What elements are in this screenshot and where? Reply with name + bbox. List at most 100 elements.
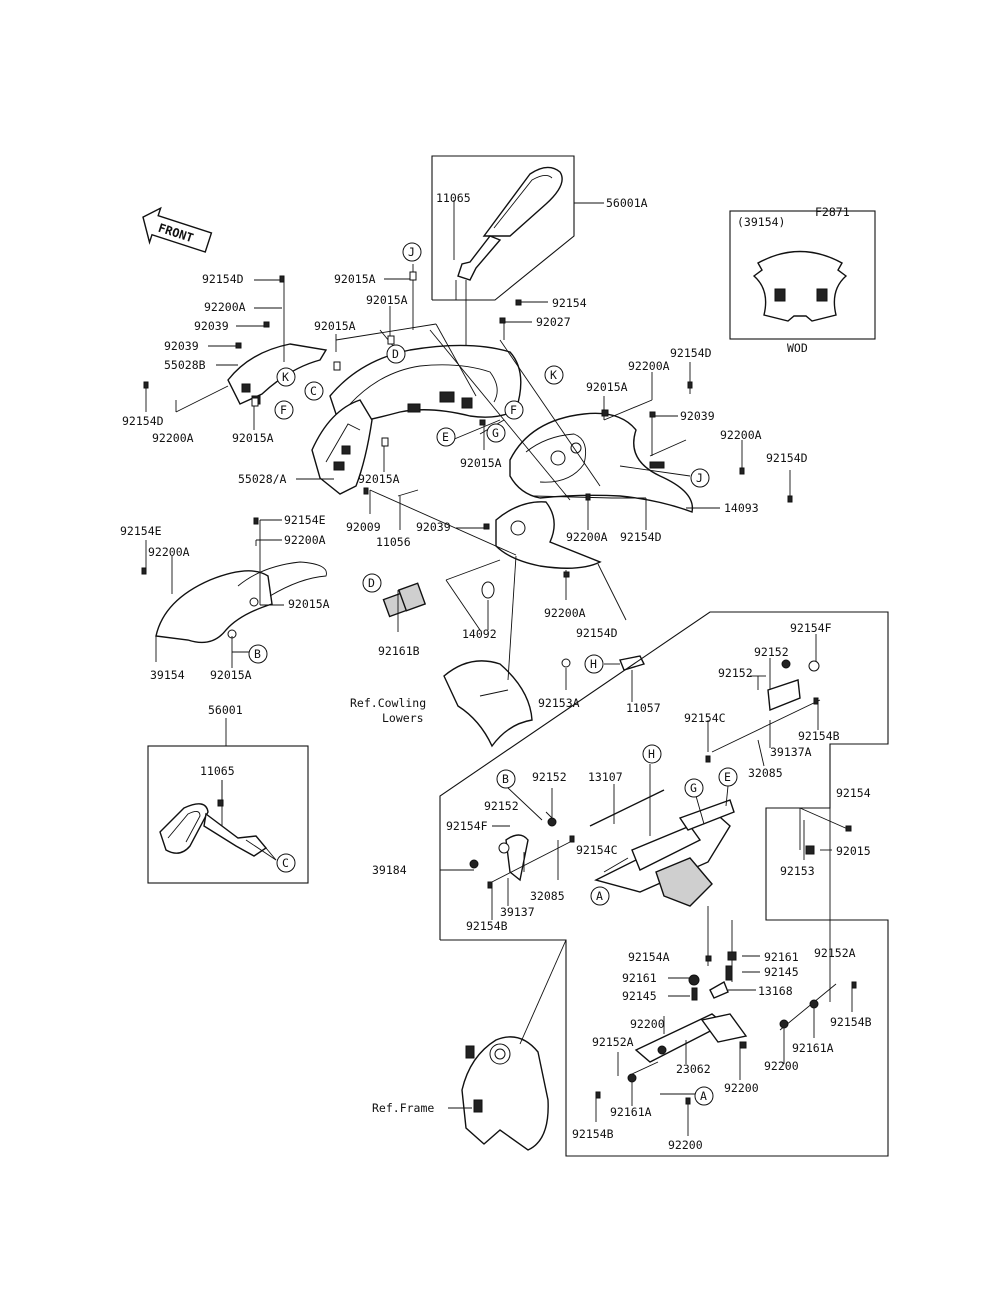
part-label: 56001A: [606, 196, 648, 210]
part-label: 92015A: [334, 272, 376, 286]
part-label: 11057: [626, 701, 661, 715]
figure-code: F2871: [815, 205, 850, 219]
svg-text:B: B: [254, 647, 261, 661]
svg-text:K: K: [550, 368, 557, 382]
part-label: 92200A: [544, 606, 586, 620]
part-label: 92152: [718, 666, 753, 680]
part-label: 32085: [530, 889, 565, 903]
svg-text:F: F: [280, 403, 287, 417]
callouts: J K D C F E G K F J D B H H B G E A A C: [248, 242, 738, 1106]
svg-text:G: G: [690, 781, 697, 795]
lower-cowling-ref: [443, 660, 533, 748]
part-label: 14093: [724, 501, 759, 515]
callout-circle: F: [274, 400, 294, 420]
svg-text:A: A: [700, 1089, 707, 1103]
inset-56001: [147, 718, 309, 884]
callout-circle: G: [486, 423, 506, 443]
callout-circle: A: [590, 886, 610, 906]
part-label: 92154D: [620, 530, 662, 544]
part-label: 92154E: [284, 513, 326, 527]
callout-circle: F: [504, 400, 524, 420]
svg-text:J: J: [696, 471, 703, 485]
inset-wod: (39154) WOD: [729, 210, 876, 355]
part-label: 92152A: [814, 946, 856, 960]
svg-text:G: G: [492, 426, 499, 440]
svg-text:E: E: [724, 770, 731, 784]
part-label: 92145: [764, 965, 799, 979]
part-label: 92161B: [378, 644, 420, 658]
inset-wod-footer: WOD: [787, 341, 808, 355]
callout-circle: A: [694, 1086, 714, 1106]
part-label: 92015A: [314, 319, 356, 333]
callout-circle: G: [684, 778, 704, 798]
frame-ref: [461, 1036, 549, 1151]
callout-circle: J: [690, 468, 710, 488]
inner-panel: [481, 501, 602, 599]
svg-text:K: K: [282, 370, 289, 384]
part-label: 92015A: [210, 668, 252, 682]
part-label: 92154D: [576, 626, 618, 640]
ref-frame: Ref.Frame: [372, 1101, 434, 1115]
svg-text:C: C: [310, 384, 317, 398]
part-label: 92154: [552, 296, 587, 310]
part-label: 92154C: [576, 843, 618, 857]
inset-wod-header: (39154): [737, 215, 785, 229]
svg-text:H: H: [648, 747, 655, 761]
part-label: 55028/A: [238, 472, 287, 486]
part-label: 11065: [200, 764, 235, 778]
part-label: 92154F: [790, 621, 832, 635]
part-label: 56001: [208, 703, 243, 717]
part-label: 92200A: [152, 431, 194, 445]
part-label: 11065: [436, 191, 471, 205]
svg-text:D: D: [392, 347, 399, 361]
part-label: 92153A: [538, 696, 580, 710]
callout-circle: C: [304, 381, 324, 401]
part-label: 92200A: [284, 533, 326, 547]
part-label: 92154E: [120, 524, 162, 538]
part-label: 92161A: [610, 1105, 652, 1119]
part-label: 92154F: [446, 819, 488, 833]
callout-circle: H: [584, 654, 604, 674]
part-label: 92152: [484, 799, 519, 813]
part-label: 92154: [836, 786, 871, 800]
part-label: 92039: [680, 409, 715, 423]
callout-circle: J: [402, 242, 422, 262]
part-label: 92027: [536, 315, 571, 329]
part-label: 92015A: [366, 293, 408, 307]
part-label: 92200A: [148, 545, 190, 559]
right-cowling: [509, 412, 694, 513]
part-label: 92015A: [460, 456, 502, 470]
callout-circle: D: [386, 344, 406, 364]
part-label: 92200A: [204, 300, 246, 314]
stay-assembly-outline: [439, 611, 889, 1157]
callout-circle: K: [544, 365, 564, 385]
part-label: 92154B: [798, 729, 840, 743]
callout-circle: D: [362, 573, 382, 593]
part-label: 92154B: [466, 919, 508, 933]
part-label: 92161: [764, 950, 799, 964]
part-label: 92200: [764, 1059, 799, 1073]
callout-circle: B: [496, 769, 516, 789]
callout-circle: E: [718, 767, 738, 787]
part-label: 92015A: [586, 380, 628, 394]
callout-circle: C: [276, 853, 296, 873]
svg-text:B: B: [502, 772, 509, 786]
part-label: 92152: [532, 770, 567, 784]
part-label: 92015: [836, 844, 871, 858]
mirror-56001a-group: [431, 155, 604, 365]
callout-circle: E: [436, 427, 456, 447]
part-label: 39184: [372, 863, 407, 877]
leader-lines: [145, 264, 853, 1136]
part-label: 92200: [668, 1138, 703, 1152]
part-label: 14092: [462, 627, 497, 641]
part-labels: 11065 56001A 92015A 92015A 92154D 92200A…: [120, 191, 872, 1152]
ref-cowling-line2: Lowers: [382, 711, 424, 725]
part-label: 92153: [780, 864, 815, 878]
svg-text:A: A: [596, 889, 603, 903]
part-label: 92154B: [572, 1127, 614, 1141]
part-label: 11056: [376, 535, 411, 549]
part-label: 32085: [748, 766, 783, 780]
part-label: 92039: [164, 339, 199, 353]
side-panel-55028a: [311, 399, 373, 495]
ref-cowling-line1: Ref.Cowling: [350, 696, 426, 710]
